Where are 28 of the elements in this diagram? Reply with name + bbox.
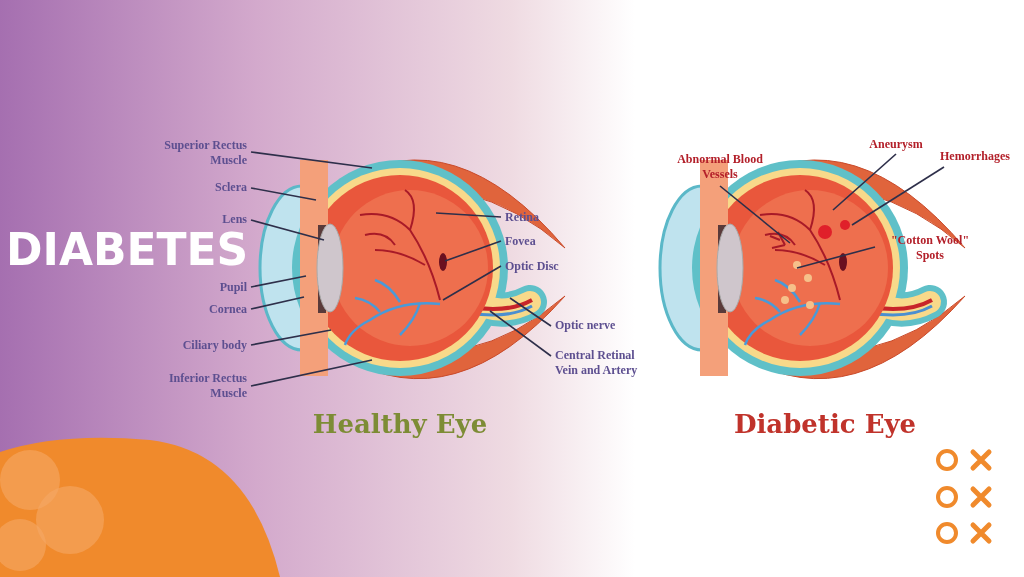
leader-line xyxy=(250,296,305,310)
part-label: Inferior Rectus Muscle xyxy=(147,371,247,401)
part-label: Ciliary body xyxy=(137,338,247,353)
part-label: Lens xyxy=(147,212,247,227)
leader-line xyxy=(851,166,945,226)
part-label: Fovea xyxy=(505,234,585,249)
part-label: Aneurysm xyxy=(858,137,934,152)
part-label: Superior Rectus Muscle xyxy=(147,138,247,168)
leader-line xyxy=(489,310,552,357)
part-label: Optic nerve xyxy=(555,318,645,333)
leader-line xyxy=(250,219,325,241)
eye-caption: Healthy Eye xyxy=(311,408,489,440)
part-label: Central Retinal Vein and Artery xyxy=(555,348,660,378)
part-label: Cornea xyxy=(147,302,247,317)
part-label: Sclera xyxy=(147,180,247,195)
leader-line xyxy=(250,187,317,201)
leader-line xyxy=(796,246,876,269)
leader-line xyxy=(832,153,897,211)
leader-line xyxy=(250,275,307,288)
part-label: Hemorrhages xyxy=(940,149,1024,164)
leader-line xyxy=(509,297,552,327)
leader-line xyxy=(444,240,502,262)
part-label: Pupil xyxy=(147,280,247,295)
leader-line xyxy=(250,151,373,169)
diagram-title: DIABETES xyxy=(6,224,249,276)
leader-line xyxy=(250,359,373,387)
leader-line xyxy=(250,329,332,346)
eye-caption: Diabetic Eye xyxy=(732,408,918,440)
